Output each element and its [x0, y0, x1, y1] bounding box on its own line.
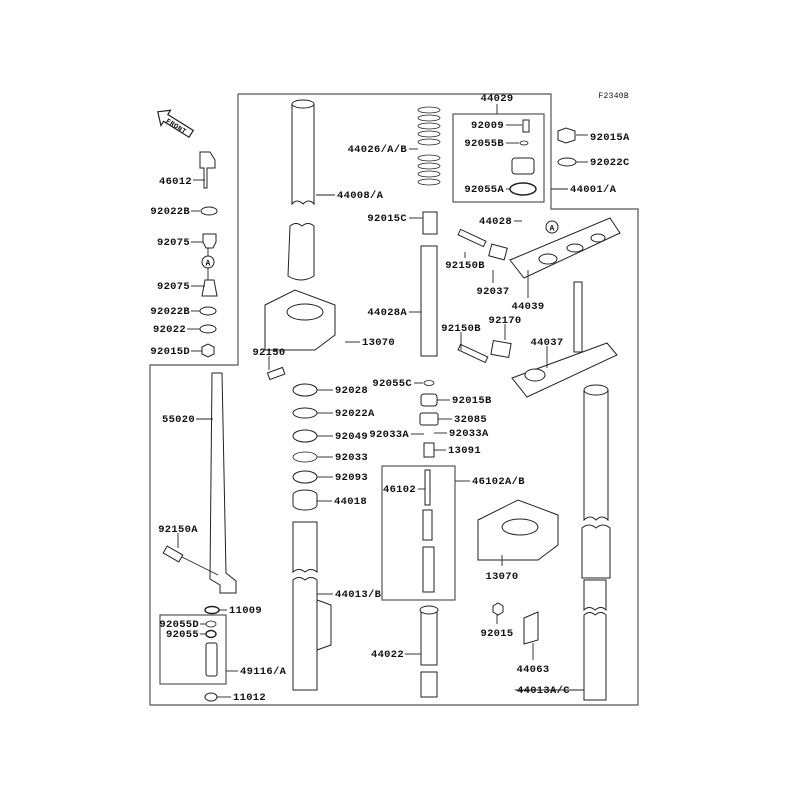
main-frame: [149, 93, 639, 706]
part-number-label: 92022B: [150, 206, 190, 218]
diagram-code: F2340B: [598, 92, 629, 101]
part-number-label: 92015B: [452, 395, 492, 407]
part-number-label: 92028: [335, 385, 368, 397]
part-number-label: 44028A: [367, 307, 407, 319]
box-46102AB: [381, 465, 456, 601]
part-number-label: 46102: [383, 484, 416, 496]
part-number-label: 92015C: [367, 213, 407, 225]
part-number-label: 44013/B: [335, 589, 382, 601]
part-number-label: 92033A: [449, 428, 489, 440]
front-arrow-icon: FRONT: [157, 109, 195, 139]
reference-mark-a: A: [201, 255, 215, 269]
part-number-label: 44022: [371, 649, 404, 661]
reference-mark-a: A: [545, 220, 559, 234]
part-number-label: 92055A: [464, 184, 504, 196]
part-number-label: 92150B: [445, 260, 485, 272]
part-number-label: 92022: [153, 324, 186, 336]
part-number-label: 13070: [362, 337, 395, 349]
part-number-label: 44029: [480, 93, 513, 105]
part-number-label: 44026/A/B: [348, 144, 408, 156]
part-number-label: 92075: [157, 237, 190, 249]
box-49116A: [159, 614, 227, 685]
leader-lines: [177, 104, 588, 698]
part-number-label: 92150A: [158, 524, 198, 536]
part-number-label: 92075: [157, 281, 190, 293]
part-number-label: 44039: [511, 301, 544, 313]
part-number-label: 92033A: [369, 429, 409, 441]
part-number-label: 32085: [454, 414, 487, 426]
part-number-label: 44063: [516, 664, 549, 676]
part-number-label: 44028: [479, 216, 512, 228]
part-number-label: 92037: [476, 286, 509, 298]
part-number-label: 92150B: [441, 323, 481, 335]
part-number-label: 11009: [229, 605, 262, 617]
part-number-label: 92150: [252, 347, 285, 359]
part-number-label: 46102A/B: [472, 476, 525, 488]
part-number-label: 49116/A: [240, 666, 287, 678]
part-number-label: 44018: [334, 496, 367, 508]
part-number-label: 92022C: [590, 157, 630, 169]
svg-text:A: A: [205, 260, 210, 269]
part-number-label: 11012: [233, 692, 266, 704]
part-number-label: 13091: [448, 445, 481, 457]
part-number-label: 92055: [166, 629, 199, 641]
part-number-label: 92093: [335, 472, 368, 484]
part-number-label: 92049: [335, 431, 368, 443]
part-number-label: 92170: [488, 315, 521, 327]
part-number-label: 92055D: [159, 619, 199, 631]
part-number-label: 46012: [159, 176, 192, 188]
part-number-label: 92009: [471, 120, 504, 132]
svg-text:A: A: [549, 225, 554, 234]
part-number-label: 92015: [480, 628, 513, 640]
part-number-label: 44008/A: [337, 190, 384, 202]
part-number-label: 44013A/C: [517, 685, 570, 697]
part-number-label: 92015A: [590, 132, 630, 144]
part-number-label: 92022A: [335, 408, 375, 420]
part-number-label: 44037: [530, 337, 563, 349]
part-number-label: 92033: [335, 452, 368, 464]
part-number-label: 55020: [162, 414, 195, 426]
part-drawings: [162, 99, 621, 702]
box-44029: [452, 113, 545, 203]
part-number-label: 13070: [485, 571, 518, 583]
part-number-label: 92055C: [372, 378, 412, 390]
part-number-label: 92015D: [150, 346, 190, 358]
part-number-label: 44001/A: [570, 184, 617, 196]
part-number-label: 92055B: [464, 138, 504, 150]
part-number-label: 92022B: [150, 306, 190, 318]
